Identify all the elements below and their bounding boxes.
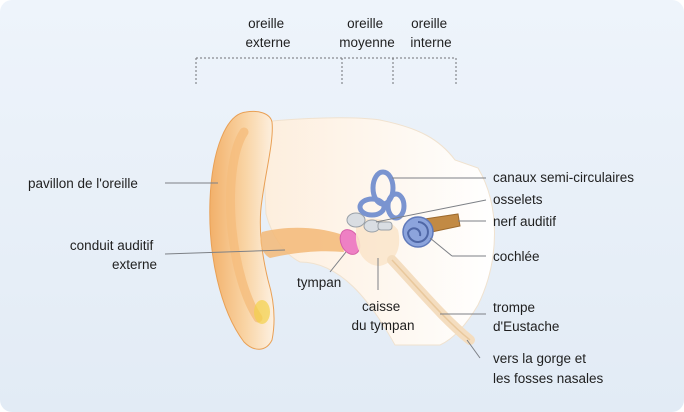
cochlea-shape: [402, 216, 434, 248]
label-cochlea: cochlée: [493, 249, 540, 264]
label-auditory-nerve: nerf auditif: [493, 214, 556, 229]
pinna-inner-fold: [226, 127, 263, 323]
label-eustachian-line1: trompe: [493, 300, 535, 315]
region-bracket: [195, 57, 457, 86]
label-ossicles: osselets: [493, 192, 543, 207]
earlobe-highlight: [254, 300, 270, 324]
region-outer-line2: externe: [245, 35, 290, 50]
region-outer-ear-label: oreille externe: [245, 16, 290, 50]
region-inner-line2: interne: [410, 35, 451, 50]
region-inner-line1: oreille: [411, 16, 447, 31]
label-eustachian-line2: d'Eustache: [493, 319, 559, 334]
label-ear-canal-line2: externe: [112, 257, 157, 272]
label-tympan: tympan: [297, 275, 341, 290]
pinna-shape: [209, 110, 275, 350]
label-throat-line1: vers la gorge et: [493, 351, 586, 366]
eustachian-tube-edge: [391, 259, 471, 341]
region-inner-ear-label: oreille interne: [410, 16, 451, 50]
region-middle-line2: moyenne: [339, 35, 395, 50]
region-middle-ear-label: oreille moyenne: [339, 16, 395, 50]
ossicles-shape: [346, 212, 393, 233]
label-semicircular-canals: canaux semi-circulaires: [493, 170, 634, 185]
label-tympanic-cavity-line1: caisse: [362, 299, 400, 314]
label-throat: vers la gorge et les fosses nasales: [493, 351, 604, 386]
leader-lines: [164, 177, 487, 359]
region-middle-line1: oreille: [347, 16, 383, 31]
label-ear-canal: conduit auditif externe: [70, 238, 157, 272]
label-eustachian-tube: trompe d'Eustache: [493, 300, 559, 334]
label-pinna: pavillon de l'oreille: [28, 176, 138, 191]
label-ear-canal-line1: conduit auditif: [70, 238, 154, 253]
region-outer-line1: oreille: [248, 16, 284, 31]
label-tympanic-cavity: caisse du tympan: [351, 299, 414, 333]
label-throat-line2: les fosses nasales: [493, 371, 604, 386]
label-tympanic-cavity-line2: du tympan: [351, 318, 414, 333]
